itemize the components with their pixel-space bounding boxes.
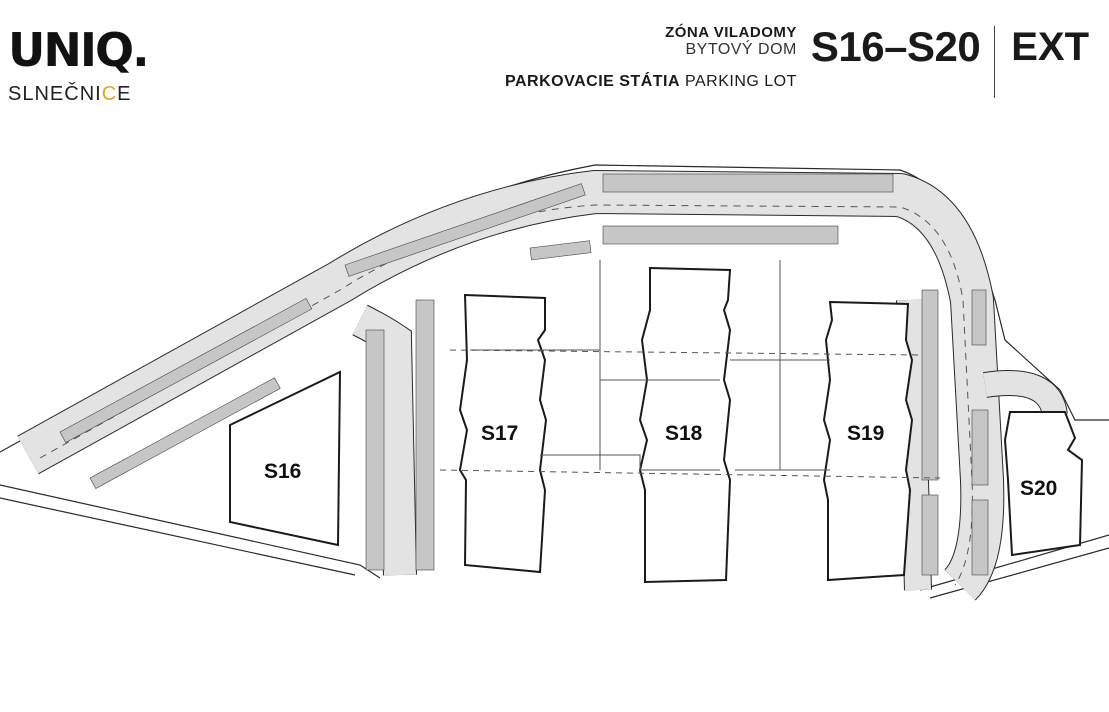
brand-subtitle-part2: E [117, 83, 132, 105]
building-label-s20[interactable]: S20 [1020, 477, 1057, 500]
header-divider [994, 26, 996, 98]
zone-title: ZÓNA VILADOMY [665, 24, 797, 41]
parking-title-en: PARKING LOT [684, 73, 797, 90]
plan-header: ZÓNA VILADOMY BYTOVÝ DOM PARKOVACIE STÁT… [505, 20, 1089, 98]
header-text-block: ZÓNA VILADOMY BYTOVÝ DOM PARKOVACIE STÁT… [505, 20, 797, 91]
building-s16-footprint [229, 370, 342, 547]
parking-spots [59, 173, 989, 576]
building-s19-footprint [822, 300, 914, 582]
building-footprints [229, 266, 1084, 584]
building-label-s16[interactable]: S16 [264, 460, 301, 483]
building-s20-footprint [1003, 411, 1084, 557]
sun-mark: C [101, 83, 118, 105]
brand-subtitle-part1: SLNEČNI [8, 83, 102, 105]
building-type: BYTOVÝ DOM [685, 41, 797, 58]
building-label-s17[interactable]: S17 [481, 422, 518, 445]
brand-logo: UNIQ. SLNEČNICE [8, 23, 150, 106]
building-label-s18[interactable]: S18 [665, 422, 703, 445]
brand-subtitle: SLNEČNICE [8, 82, 148, 106]
ext-label: EXT [1011, 25, 1089, 69]
building-s17-footprint [458, 293, 548, 574]
building-code-range: S16–S20 [810, 23, 981, 70]
parking-title: PARKOVACIE STÁTIA PARKING LOT [505, 73, 797, 91]
building-label-s19[interactable]: S19 [847, 422, 884, 445]
brand-name: UNIQ. [8, 23, 150, 77]
courtyard-lines [439, 260, 941, 479]
parking-title-sk: PARKOVACIE STÁTIA [505, 73, 681, 90]
